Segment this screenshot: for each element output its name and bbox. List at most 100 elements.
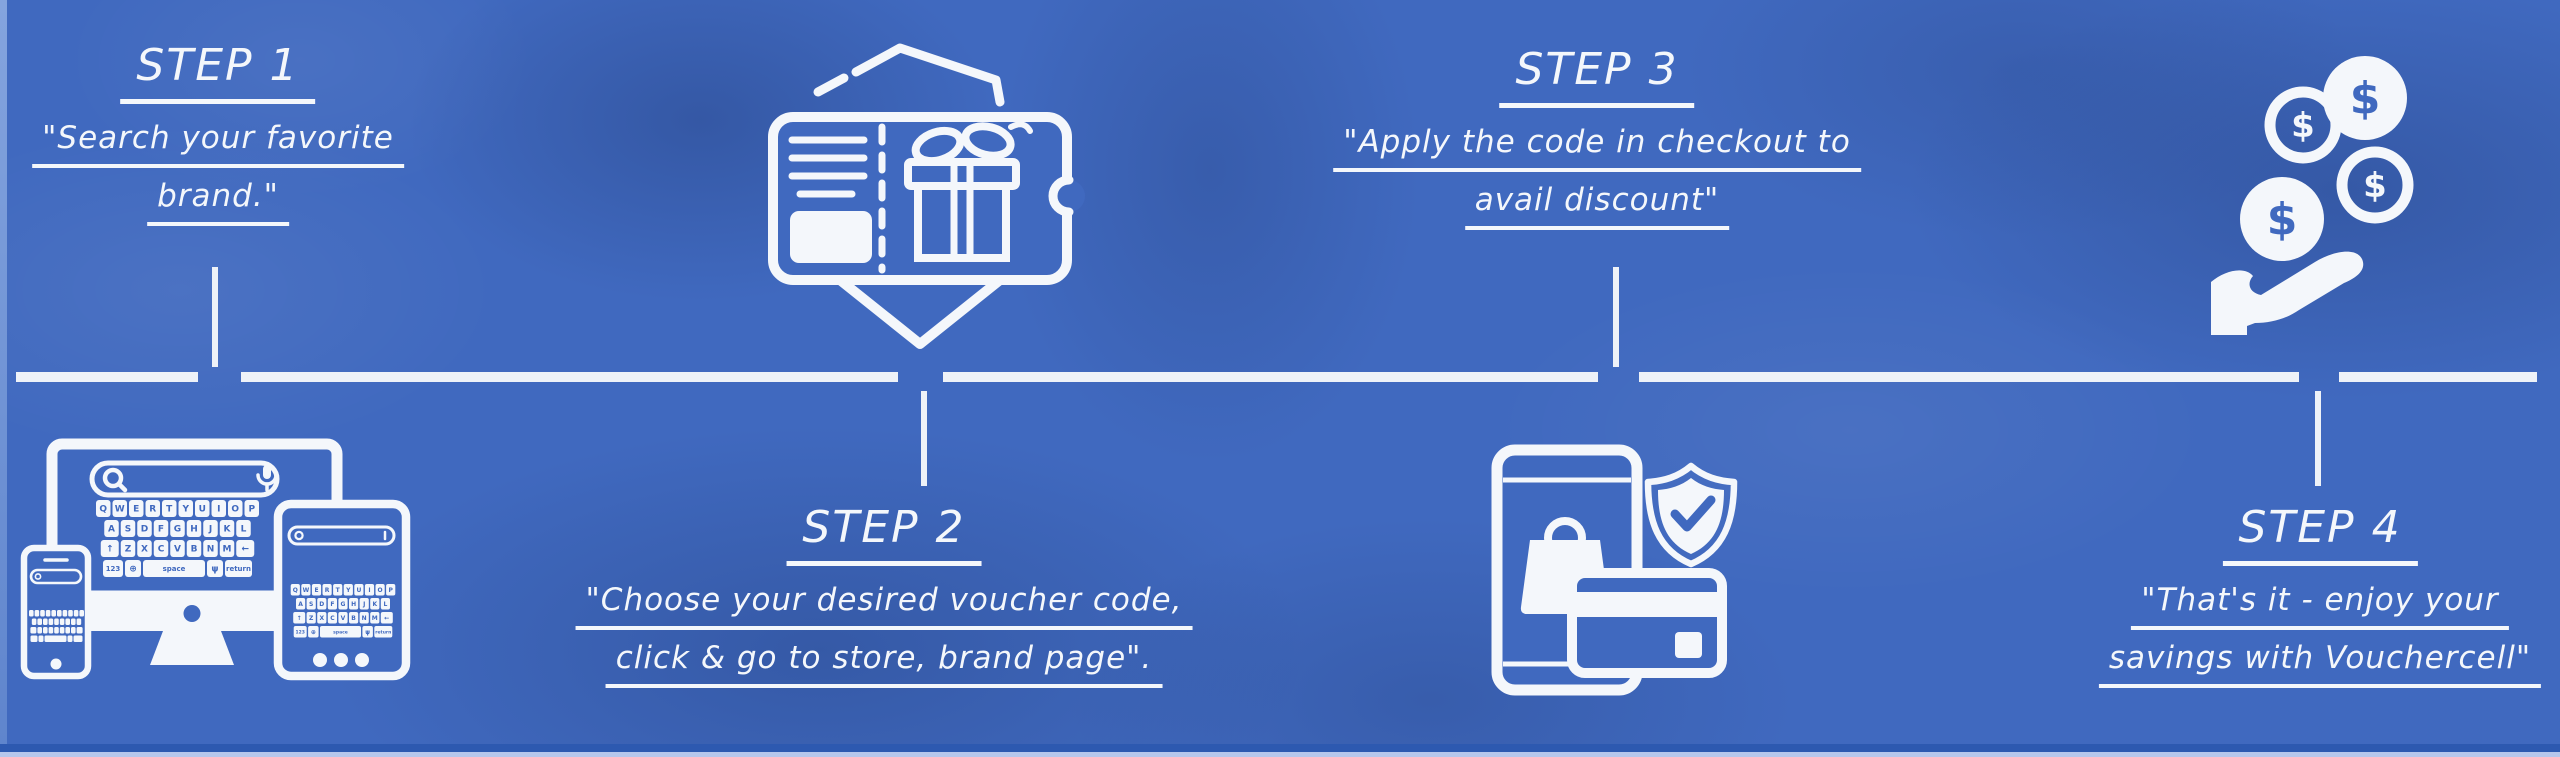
svg-text:J: J — [208, 525, 212, 535]
ticket-text-lines — [788, 136, 868, 198]
svg-text:←: ← — [241, 545, 249, 555]
svg-text:D: D — [319, 601, 324, 608]
tablet-dot — [313, 653, 327, 667]
envelope-fold-dash — [813, 73, 849, 97]
tablet-dot — [334, 653, 348, 667]
svg-text:R: R — [325, 587, 330, 594]
phone-keyboard — [29, 610, 84, 642]
svg-text:S: S — [125, 525, 131, 535]
svg-text:F: F — [330, 601, 334, 608]
coins-in-hand-icon: $ $ $ $ — [2211, 56, 2414, 335]
svg-text:W: W — [303, 587, 310, 594]
svg-text:C: C — [158, 545, 165, 555]
svg-text:J: J — [362, 601, 365, 608]
search-icon — [102, 467, 124, 489]
svg-text:K: K — [224, 525, 232, 535]
svg-text:return: return — [226, 565, 251, 573]
step-3-line-1: "Apply the code in checkout to — [1333, 124, 1861, 172]
svg-text:I: I — [217, 505, 220, 515]
svg-text:I: I — [368, 587, 370, 594]
svg-text:M: M — [223, 545, 232, 555]
svg-text:Q: Q — [99, 505, 107, 515]
svg-text:S: S — [309, 601, 313, 608]
timeline-segment — [1639, 372, 2299, 382]
svg-text:P: P — [248, 505, 255, 515]
step-2-line-1: "Choose your desired voucher code, — [575, 582, 1193, 630]
gift-box-icon — [904, 121, 1033, 262]
step-2-connector — [921, 391, 927, 486]
step-1-text: STEP 1 "Search your favorite brand." — [32, 40, 404, 236]
svg-text:G: G — [174, 525, 181, 535]
svg-text:B: B — [191, 545, 198, 555]
phone — [20, 544, 92, 680]
security-shield-icon — [1644, 462, 1738, 568]
ticket-notch — [1053, 180, 1085, 212]
step-3-connector — [1613, 267, 1619, 367]
svg-text:B: B — [351, 615, 356, 622]
svg-text:O: O — [378, 587, 383, 594]
svg-text:123: 123 — [106, 565, 121, 573]
svg-text:E: E — [133, 505, 139, 515]
ticket-label-box — [790, 211, 872, 263]
svg-text:A: A — [108, 525, 115, 535]
step-3-text: STEP 3 "Apply the code in checkout to av… — [1333, 44, 1861, 240]
svg-text:Y: Y — [345, 587, 351, 594]
checkmark-icon — [1670, 495, 1716, 532]
step-3-heading: STEP 3 — [1499, 44, 1695, 108]
svg-text:space: space — [163, 565, 186, 573]
svg-text:N: N — [207, 545, 215, 555]
svg-text:O: O — [231, 505, 239, 515]
svg-text:G: G — [341, 601, 346, 608]
svg-text:A: A — [298, 601, 303, 608]
timeline-segment — [943, 372, 1598, 382]
left-edge-highlight — [0, 0, 7, 744]
step-3-line-2: avail discount" — [1464, 182, 1730, 230]
svg-text:N: N — [362, 615, 367, 622]
svg-text:U: U — [356, 587, 361, 594]
svg-text:W: W — [115, 505, 125, 515]
svg-text:X: X — [319, 615, 324, 622]
svg-text:ψ: ψ — [211, 565, 218, 575]
svg-text:L: L — [383, 601, 387, 608]
svg-text:H: H — [351, 601, 356, 608]
coin-ring: $ — [2336, 146, 2414, 224]
svg-text:L: L — [241, 525, 247, 535]
svg-text:V: V — [341, 615, 346, 622]
mobile-payment-shield-icon — [1491, 444, 1738, 696]
step-2-line-2: click & go to store, brand page". — [605, 640, 1163, 688]
svg-text:P: P — [388, 587, 393, 594]
svg-text:←: ← — [384, 615, 389, 622]
step-4-connector — [2315, 391, 2321, 486]
coin-solid: $ — [2323, 56, 2407, 140]
svg-text:C: C — [330, 615, 335, 622]
svg-text:F: F — [158, 525, 164, 535]
svg-text:Z: Z — [125, 545, 132, 555]
svg-text:space: space — [333, 630, 348, 635]
svg-text:U: U — [199, 505, 206, 515]
step-4-line-2: savings with Vouchercell" — [2098, 640, 2542, 688]
svg-text:⊕: ⊕ — [311, 629, 316, 636]
monitor-stand — [150, 631, 234, 665]
bottom-bar-light — [0, 752, 2560, 757]
phone-search-bar — [29, 568, 83, 585]
svg-text:⊕: ⊕ — [129, 565, 137, 575]
svg-text:M: M — [372, 615, 378, 622]
timeline-segment — [241, 372, 898, 382]
tablet-dot — [355, 653, 369, 667]
svg-text:Y: Y — [181, 505, 189, 515]
step-4-line-1: "That's it - enjoy your — [2131, 582, 2509, 630]
search-icon — [34, 573, 42, 580]
svg-text:Z: Z — [309, 615, 314, 622]
dollar-icon: $ — [2267, 194, 2298, 245]
step-4-heading: STEP 4 — [2222, 502, 2418, 566]
card-stripe — [1577, 592, 1717, 617]
svg-text:R: R — [149, 505, 156, 515]
envelope-bottom — [835, 275, 1005, 349]
svg-text:↑: ↑ — [297, 615, 302, 622]
open-hand-icon — [2211, 251, 2364, 335]
step-2-text: STEP 2 "Choose your desired voucher code… — [575, 502, 1193, 698]
